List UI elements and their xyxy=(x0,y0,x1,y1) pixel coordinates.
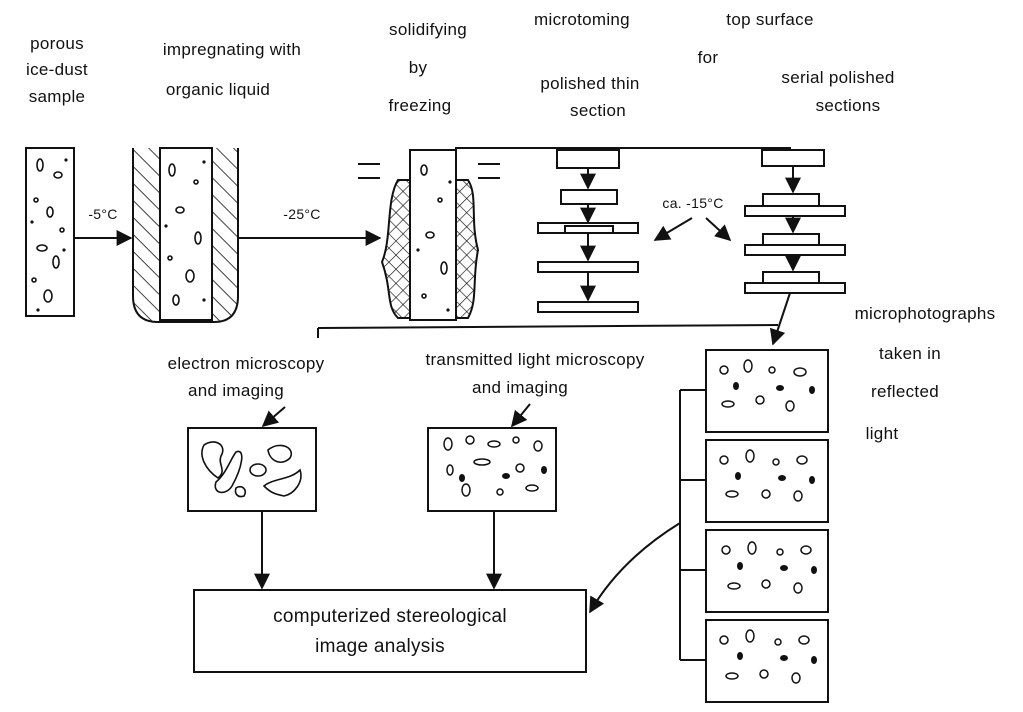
impregnated-sample xyxy=(159,147,213,321)
micrograph-4 xyxy=(705,619,829,703)
label-reflected: reflected xyxy=(871,382,939,401)
electron-image xyxy=(187,427,317,512)
label-microphotographs: microphotographs xyxy=(854,304,996,323)
label-serial-polished: serial polished xyxy=(781,68,895,87)
analysis-box xyxy=(193,589,587,673)
label-analysis-line1: computerized stereological xyxy=(273,606,507,627)
frozen-inner-sample xyxy=(409,149,457,321)
label-microtoming: microtoming xyxy=(534,10,630,29)
label-and-imaging-1: and imaging xyxy=(188,381,284,400)
label-and-imaging-2: and imaging xyxy=(472,378,568,397)
label-for: for xyxy=(697,48,719,67)
ice-dust-sample xyxy=(25,147,75,317)
label-organic-liquid: organic liquid xyxy=(165,80,271,99)
branch-line xyxy=(455,147,791,166)
label-solidifying: solidifying xyxy=(389,20,467,39)
label-section: section xyxy=(570,101,626,120)
label-sections: sections xyxy=(815,96,881,115)
label-temp-minus5: -5°C xyxy=(88,206,118,222)
label-freezing: freezing xyxy=(388,96,452,115)
micrograph-1 xyxy=(705,349,829,433)
label-temp-minus25: -25°C xyxy=(283,206,321,222)
label-impregnating: impregnating with xyxy=(162,40,302,59)
label-light: light xyxy=(865,424,899,443)
label-taken-in: taken in xyxy=(879,344,941,363)
label-by: by xyxy=(408,58,428,77)
label-analysis-line2: image analysis xyxy=(315,636,445,657)
label-ice-dust: ice-dust xyxy=(26,60,88,79)
label-top-surface: top surface xyxy=(726,10,814,29)
label-temp-ca15: ca. -15°C xyxy=(662,195,724,211)
label-porous: porous xyxy=(30,34,84,53)
micrograph-3 xyxy=(705,529,829,613)
label-electron: electron microscopy xyxy=(167,354,325,373)
label-polished-thin: polished thin xyxy=(540,74,640,93)
micrograph-2 xyxy=(705,439,829,523)
label-transmitted: transmitted light microscopy xyxy=(425,350,645,369)
label-sample: sample xyxy=(28,87,86,106)
